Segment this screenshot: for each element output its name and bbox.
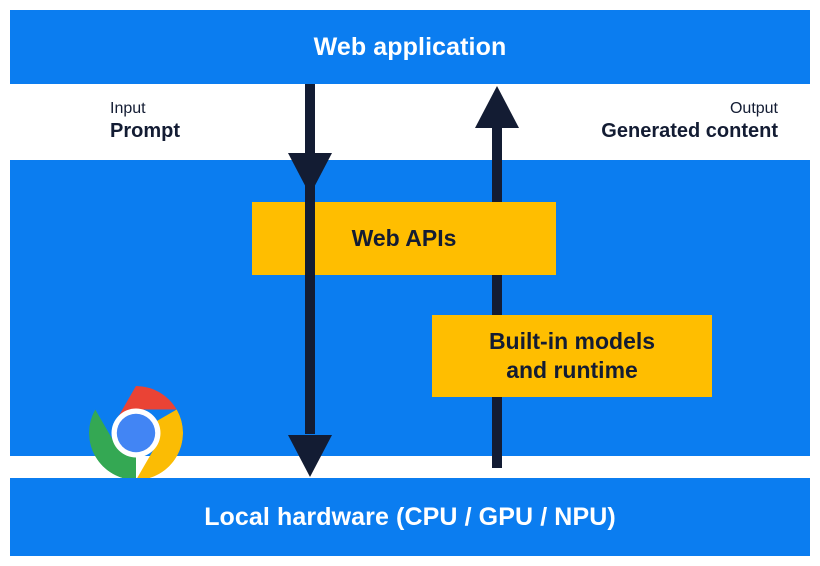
arrow-generated-content-head <box>475 86 519 128</box>
chrome-logo-green-segment <box>89 409 136 481</box>
chrome-logo-yellow-segment <box>136 409 183 481</box>
component-web-apis-label: Web APIs <box>351 225 457 252</box>
component-web-apis[interactable]: Web APIs <box>252 202 556 275</box>
chrome-logo-blue-core <box>116 413 156 453</box>
component-builtin-models[interactable]: Built-in models and runtime <box>432 315 712 397</box>
flow-input-kind: Input <box>110 100 146 117</box>
layer-local-hardware-label: Local hardware (CPU / GPU / NPU) <box>204 502 616 531</box>
chrome-logo-icon <box>89 385 183 481</box>
flow-label-output: Output Generated content <box>601 99 778 144</box>
layer-local-hardware: Local hardware (CPU / GPU / NPU) <box>10 478 810 556</box>
component-builtin-models-label: Built-in models and runtime <box>488 328 656 383</box>
layer-web-application: Web application <box>10 10 810 84</box>
flow-input-value: Prompt <box>110 119 180 142</box>
flow-output-kind: Output <box>729 100 778 117</box>
flow-label-input: Input Prompt <box>110 99 180 144</box>
layer-web-application-label: Web application <box>313 32 507 61</box>
flow-output-value: Generated content <box>601 119 778 142</box>
